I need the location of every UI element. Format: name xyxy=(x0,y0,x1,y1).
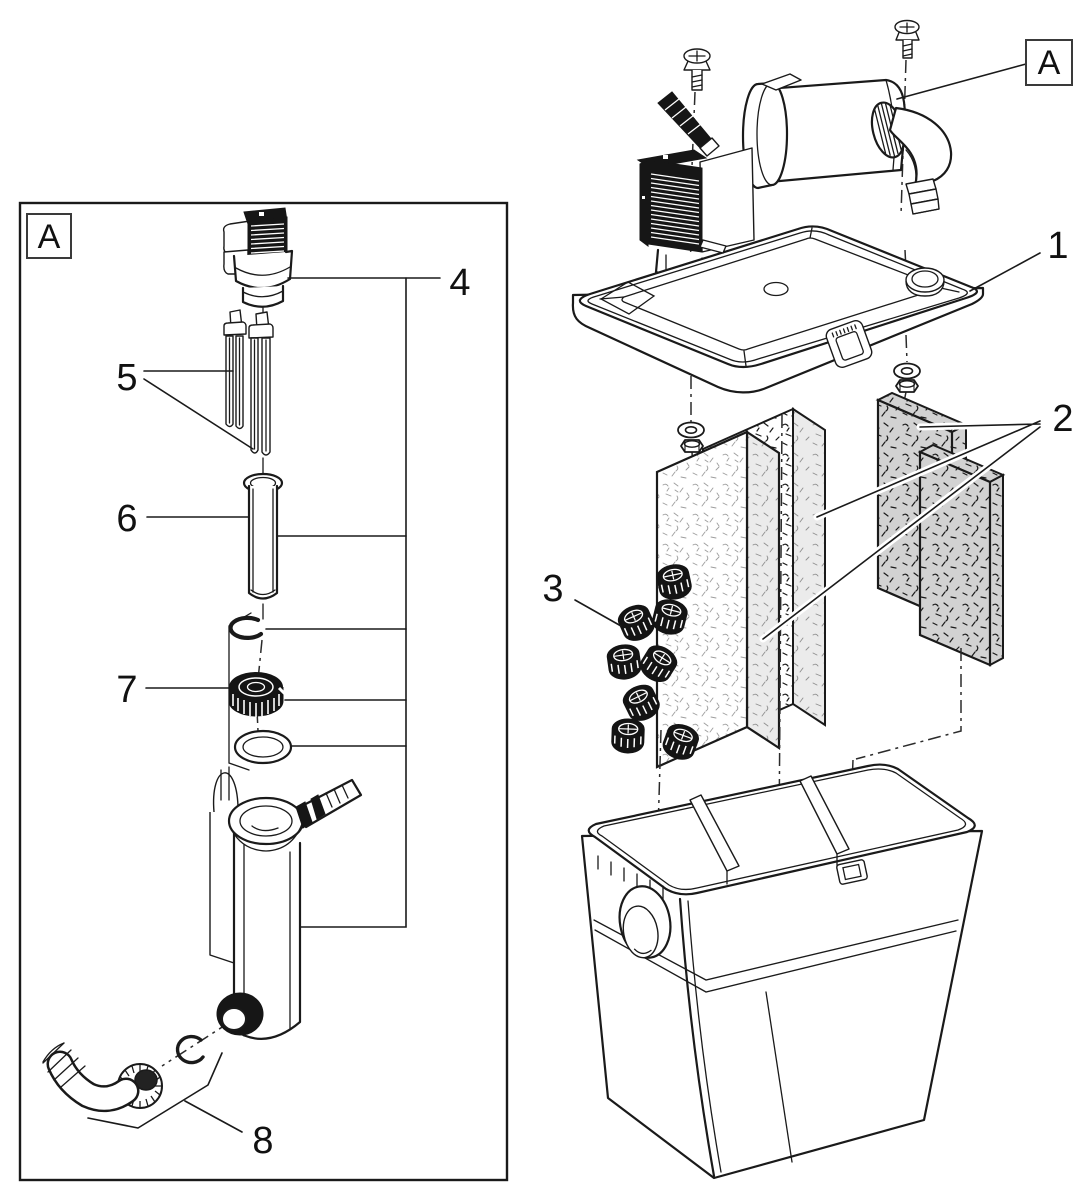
container-dividers xyxy=(689,775,850,885)
uv-lamp-part xyxy=(223,309,274,456)
clamp-ring-set-part xyxy=(228,612,293,771)
container-side-port xyxy=(618,885,672,959)
housing-bottom-port xyxy=(216,992,264,1036)
nut-left xyxy=(680,439,704,453)
uvc-head-part xyxy=(222,207,294,308)
detail-view-label-box xyxy=(26,213,72,259)
callout-4-label: 4 xyxy=(449,262,470,304)
callout-2-label: 2 xyxy=(1052,398,1073,440)
hose-elbow-part xyxy=(42,1034,205,1113)
detail-view-frame xyxy=(18,201,509,1182)
detail-view-panel: A xyxy=(18,201,509,1182)
lid-latch xyxy=(825,319,873,369)
washer-right xyxy=(893,362,921,380)
callout-7-label: 7 xyxy=(116,669,137,711)
callout-1-label: 1 xyxy=(1047,225,1068,267)
uvc-housing-part xyxy=(209,766,363,1040)
callout-8-label: 8 xyxy=(252,1120,273,1162)
uvc-outlet-elbow xyxy=(870,101,953,215)
main-view-label: A xyxy=(1038,44,1061,82)
washer-left xyxy=(677,421,705,439)
quartz-sleeve-part xyxy=(242,472,284,600)
uvc-inlet-hose-tail xyxy=(657,91,720,157)
screw-left xyxy=(683,48,711,91)
foam-gray-front xyxy=(917,443,1006,667)
filter-container-part xyxy=(580,763,984,1180)
filter-lid-part xyxy=(571,225,985,394)
detail-callouts: 4 5 6 7 8 xyxy=(87,262,471,1162)
main-callouts: 1 2 3 xyxy=(542,225,1074,643)
container-latch-catch xyxy=(836,859,868,885)
callout-3-label: 3 xyxy=(542,568,563,610)
housing-hose-tail xyxy=(295,778,363,829)
uvc-clamp-ring xyxy=(741,73,802,190)
uvc-unit xyxy=(636,73,953,282)
lid-vent-hole xyxy=(763,281,789,297)
screw-right xyxy=(894,19,920,59)
lid-round-boss xyxy=(905,267,945,297)
detail-view-label: A xyxy=(38,218,61,256)
main-view-label-box xyxy=(1025,39,1073,86)
reference-a: A xyxy=(896,39,1073,100)
gland-nut xyxy=(228,672,289,717)
uvc-outlet-ribs xyxy=(905,178,940,215)
callout-5-label: 5 xyxy=(116,357,137,399)
container-rim-slots xyxy=(597,855,664,900)
nut-right xyxy=(895,379,919,393)
callout-6-label: 6 xyxy=(116,498,137,540)
foam-front-white xyxy=(655,429,781,769)
foam-filters-part xyxy=(655,391,1006,769)
main-exploded-view: A xyxy=(542,19,1074,1180)
